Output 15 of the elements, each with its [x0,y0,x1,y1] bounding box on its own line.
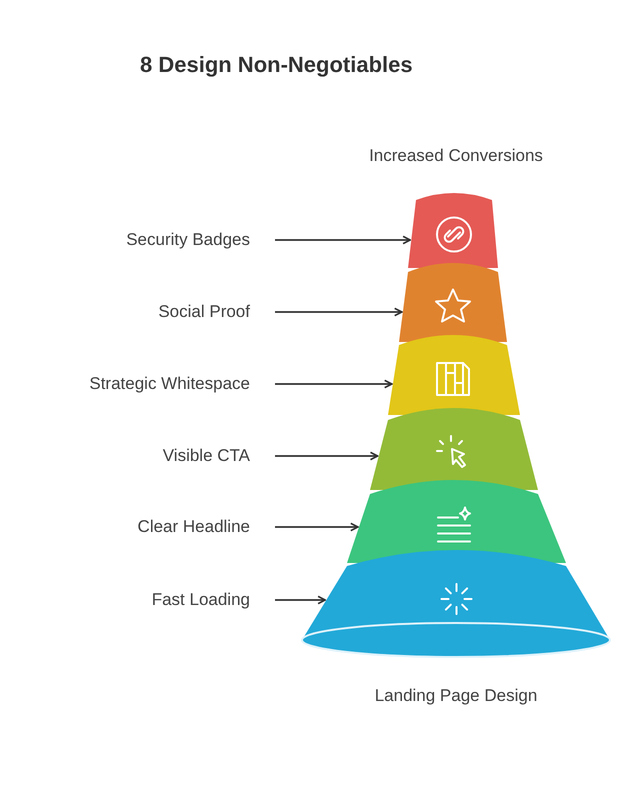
step-label: Strategic Whitespace [89,373,250,395]
title: 8 Design Non-Negotiables [140,52,413,78]
arrow [275,236,412,244]
arrow [275,380,393,388]
top-label: Increased Conversions [368,145,544,167]
arrow [275,452,378,460]
arrow [275,596,326,604]
step-label: Clear Headline [138,516,250,538]
step-label: Social Proof [158,301,250,323]
arrow [275,522,359,532]
base-label: Landing Page Design [374,685,538,707]
step-label: Security Badges [126,229,250,251]
step-label: Fast Loading [152,589,250,611]
arrow [275,308,403,316]
step-label: Visible CTA [162,445,250,467]
